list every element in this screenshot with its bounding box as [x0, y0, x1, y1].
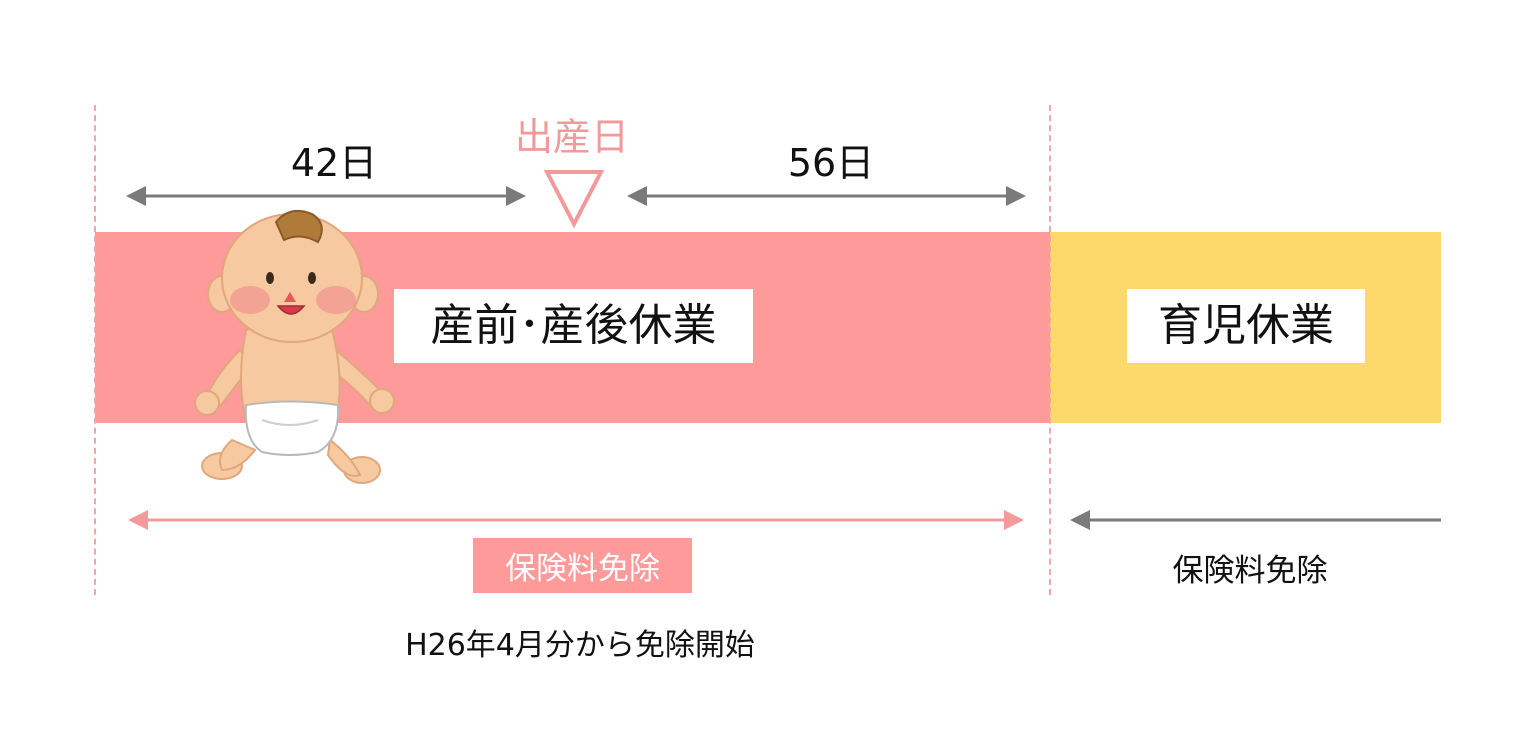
- maternity-exemption-label: 保険料免除: [473, 538, 692, 593]
- baby-illustration: [194, 209, 395, 484]
- period-before-arrow: [126, 186, 526, 206]
- leave-boundary-line: [1049, 105, 1051, 595]
- period-after-label: 56日: [787, 141, 875, 185]
- start-boundary-line: [94, 105, 96, 595]
- period-after-arrow: [627, 186, 1026, 206]
- birth-marker-triangle-icon: [543, 170, 605, 229]
- maternity-leave-label: 産前･産後休業: [394, 289, 753, 363]
- childcare-exemption-arrow: [1070, 510, 1441, 530]
- birth-day-label: 出産日: [514, 115, 629, 159]
- maternity-exemption-arrow: [128, 510, 1024, 530]
- exemption-start-note: H26年4月分から免除開始: [405, 628, 755, 663]
- childcare-leave-label: 育児休業: [1127, 289, 1365, 363]
- childcare-exemption-label: 保険料免除: [1172, 553, 1328, 589]
- period-before-label: 42日: [290, 141, 378, 185]
